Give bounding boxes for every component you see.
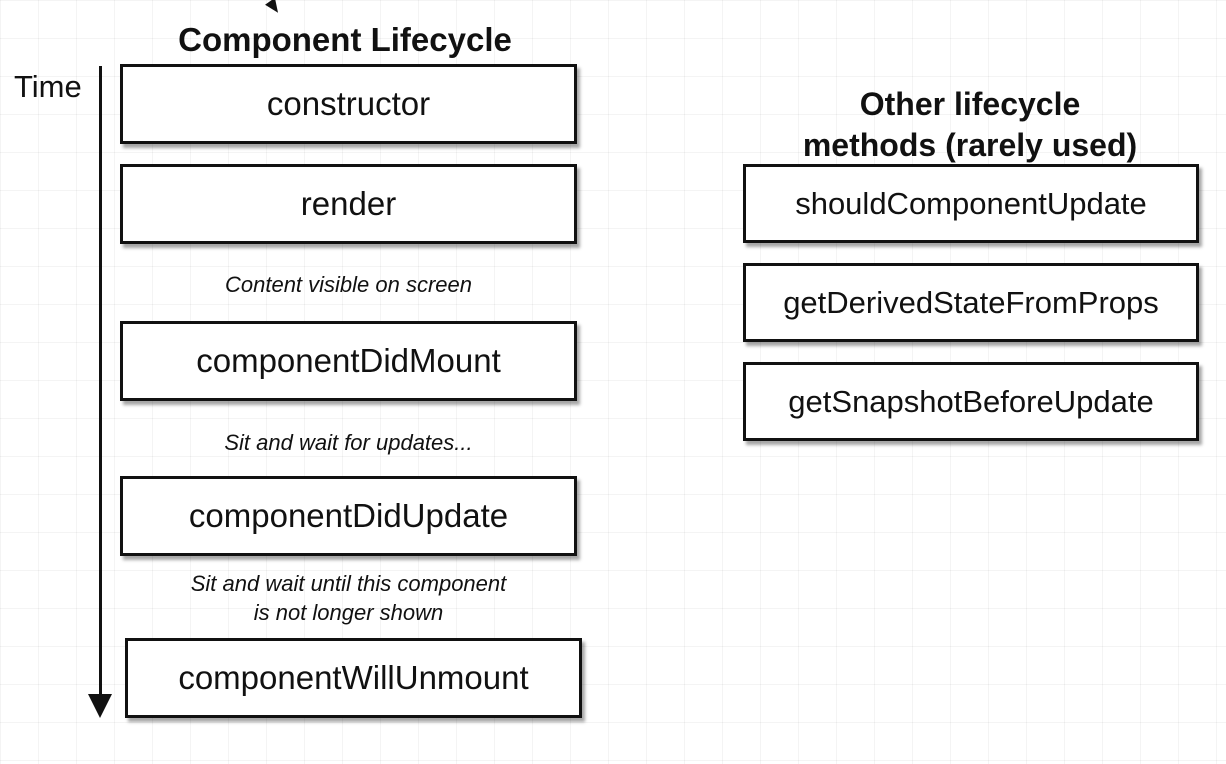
wait-unmount-note-line1: Sit and wait until this component xyxy=(190,571,507,596)
wait-unmount-note: Sit and wait until this component is not… xyxy=(120,569,577,627)
other-methods-title: Other lifecycle methods (rarely used) xyxy=(770,84,1170,166)
get-derived-state-from-props-box: getDerivedStateFromProps xyxy=(743,263,1199,342)
render-box: render xyxy=(120,164,577,244)
wait-unmount-note-line2: is not longer shown xyxy=(253,600,444,625)
mouse-cursor-icon xyxy=(265,0,283,17)
should-component-update-box: shouldComponentUpdate xyxy=(743,164,1199,243)
component-did-mount-box: componentDidMount xyxy=(120,321,577,401)
component-did-update-box: componentDidUpdate xyxy=(120,476,577,556)
time-arrow-head-icon xyxy=(88,694,112,718)
other-methods-title-line2: methods (rarely used) xyxy=(802,127,1138,163)
time-axis-label: Time xyxy=(14,69,82,104)
other-methods-title-line1: Other lifecycle xyxy=(859,86,1081,122)
constructor-box: constructor xyxy=(120,64,577,144)
time-arrow-line xyxy=(99,66,102,696)
component-will-unmount-box: componentWillUnmount xyxy=(125,638,582,718)
diagram-title: Component Lifecycle xyxy=(178,21,512,58)
wait-for-updates-note: Sit and wait for updates... xyxy=(224,430,473,455)
content-visible-note: Content visible on screen xyxy=(224,272,473,297)
get-snapshot-before-update-box: getSnapshotBeforeUpdate xyxy=(743,362,1199,441)
